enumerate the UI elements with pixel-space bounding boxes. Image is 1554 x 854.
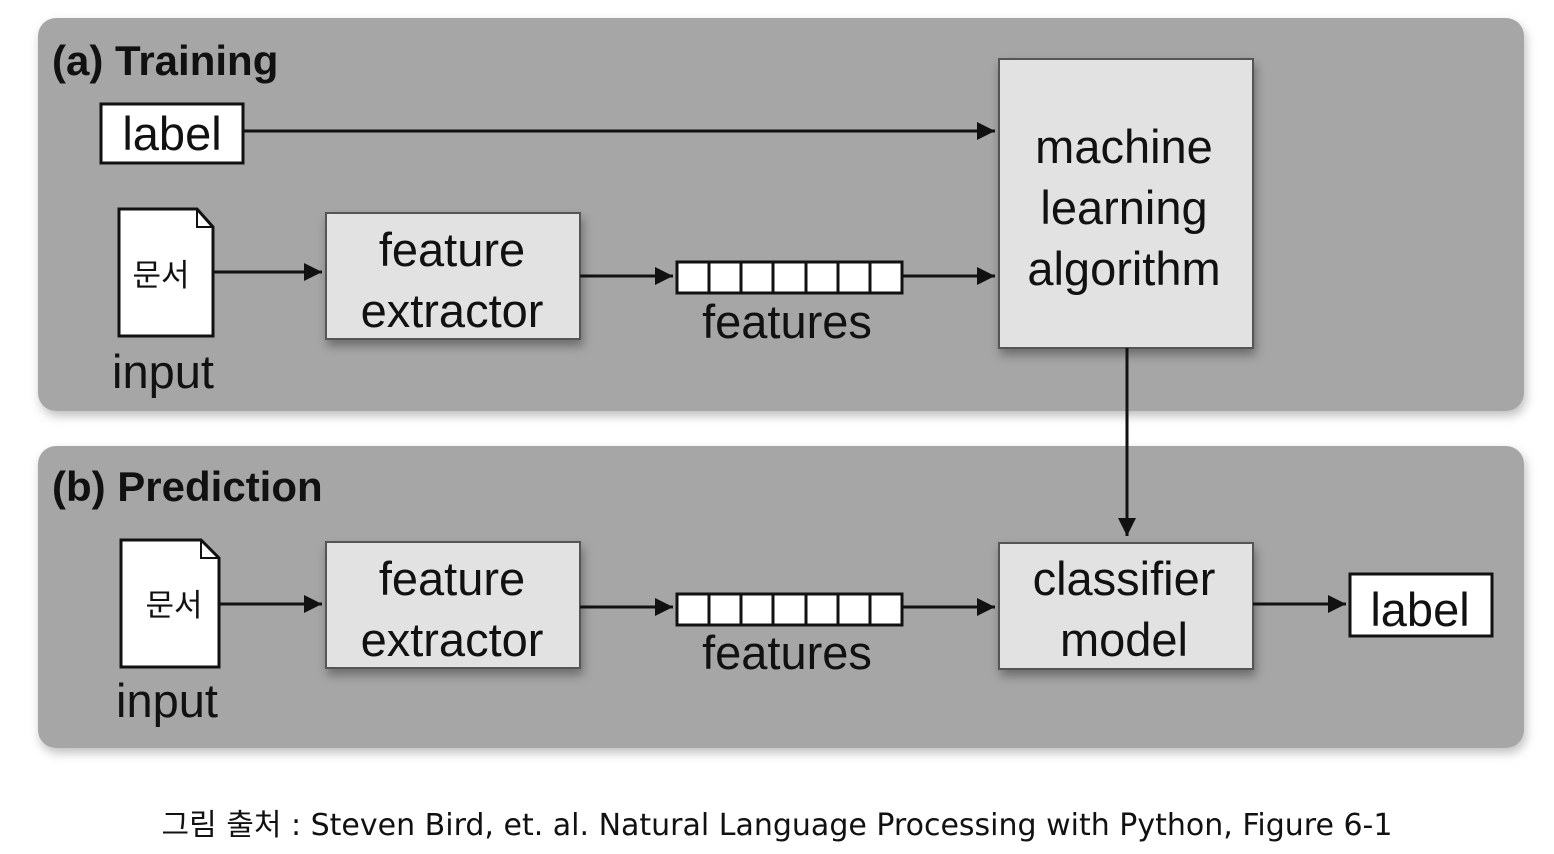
algorithm-line1: machine	[1035, 120, 1213, 173]
algorithm-line2: learning	[1040, 181, 1207, 234]
training-extractor-line1: feature	[379, 223, 525, 276]
training-input-label: input	[112, 345, 214, 398]
training-feature-vector	[675, 260, 904, 295]
training-feature-extractor: feature extractor	[325, 212, 581, 340]
training-features-label: features	[702, 295, 872, 348]
training-label-text: label	[122, 107, 221, 160]
training-document-icon: 문서	[117, 207, 215, 338]
classifier-model-line2: model	[1060, 613, 1188, 666]
prediction-features-label: features	[702, 626, 872, 679]
figure-caption: 그림 출처 : Steven Bird, et. al. Natural Lan…	[161, 808, 1393, 843]
algorithm-line3: algorithm	[1027, 242, 1220, 295]
training-document-text: 문서	[132, 258, 189, 294]
prediction-panel: (b) Prediction 문서 input feature extracto…	[38, 446, 1524, 748]
prediction-extractor-line2: extractor	[361, 613, 544, 666]
machine-learning-algorithm-box: machine learning algorithm	[998, 58, 1254, 349]
prediction-title: (b) Prediction	[52, 463, 323, 510]
training-extractor-line2: extractor	[361, 284, 544, 337]
training-panel: (a) Training label 문서 input feature extr…	[38, 18, 1524, 411]
prediction-extractor-line1: feature	[379, 552, 525, 605]
prediction-label-box: label	[1348, 572, 1494, 638]
prediction-input-label: input	[116, 674, 218, 727]
prediction-label-text: label	[1370, 583, 1469, 636]
prediction-document-icon: 문서	[119, 538, 221, 669]
prediction-feature-extractor: feature extractor	[325, 541, 581, 669]
classifier-model-box: classifier model	[998, 542, 1254, 670]
classifier-model-line1: classifier	[1033, 552, 1216, 605]
training-label-box: label	[99, 102, 245, 165]
prediction-feature-vector	[675, 592, 904, 627]
prediction-document-text: 문서	[145, 588, 202, 624]
training-title: (a) Training	[52, 37, 278, 84]
